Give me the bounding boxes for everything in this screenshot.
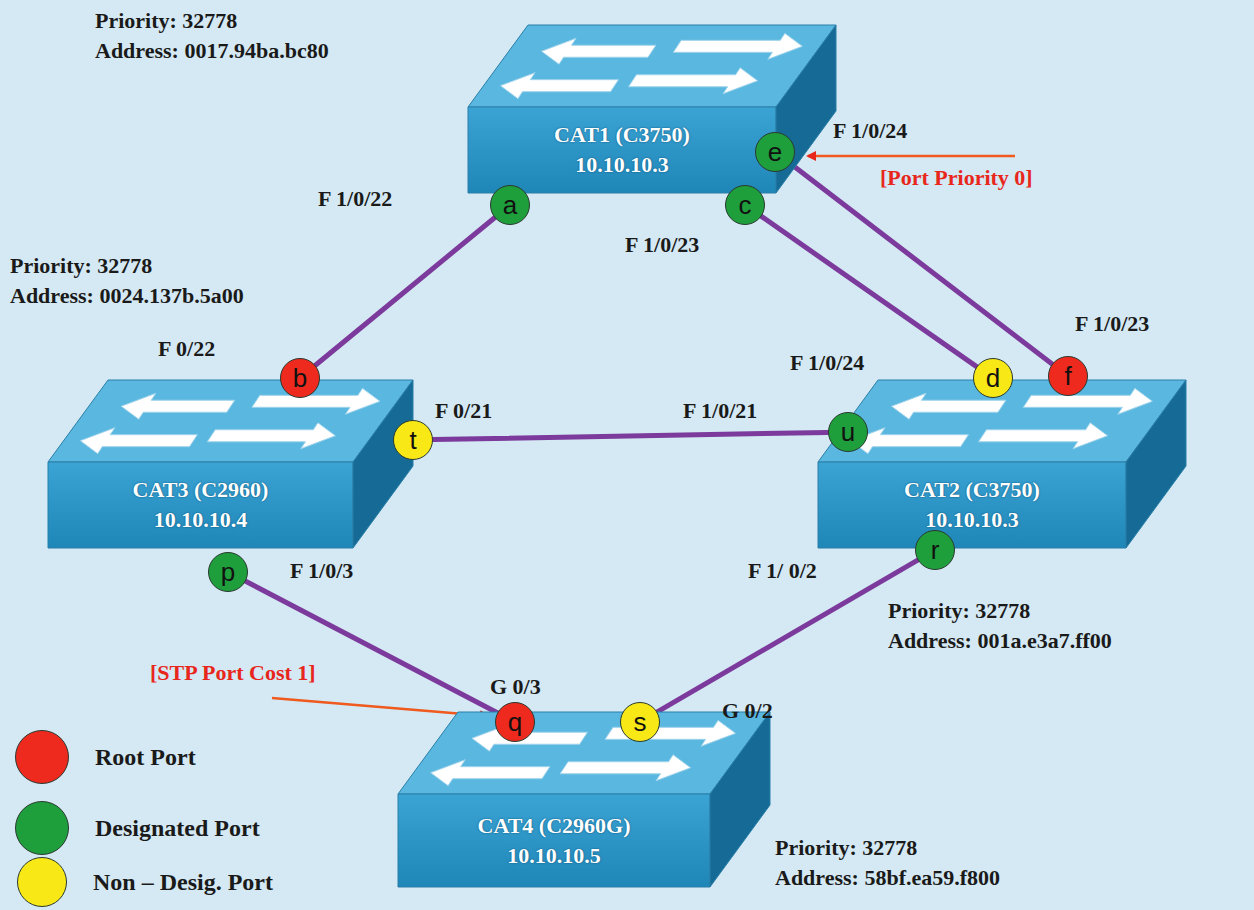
link-line [433,432,828,439]
port-label: F 1/0/21 [683,398,757,424]
traffic-arrow [542,38,656,64]
port-circle: c [725,185,765,225]
port-circle: u [828,412,868,452]
port-label: F 1/0/23 [1075,311,1149,337]
legend-swatch [17,857,67,907]
port-letter: f [1064,363,1071,389]
port-letter: r [931,537,940,563]
port-circle: t [393,420,433,460]
port-circle: e [755,132,795,172]
callout-arrow [272,698,488,716]
port-label: Address: 001a.e3a7.ff00 [888,628,1112,654]
link-line [246,581,498,712]
port-letter: q [508,709,522,735]
switch-top [468,25,836,107]
traffic-arrow [121,393,235,419]
port-label: Address: 0017.94ba.bc80 [95,38,329,64]
port-label: F 0/22 [158,336,215,362]
traffic-arrow [629,68,758,94]
port-circle: f [1048,356,1088,396]
port-label: F 0/21 [435,398,492,424]
port-circle: r [915,530,955,570]
traffic-arrow [673,33,802,59]
legend-text: Designated Port [95,814,260,842]
link-line [761,216,976,366]
switch-top [398,712,770,794]
traffic-arrow [80,428,197,454]
port-letter: d [986,365,1000,391]
traffic-arrow [560,755,691,781]
callout-arrow [808,155,1015,158]
switch-front-panel: CAT2 (C3750)10.10.10.3 [818,462,1126,548]
switch-front-panel: CAT4 (C2960G)10.10.10.5 [398,794,710,887]
callout-note: [STP Port Cost 1] [150,660,316,686]
port-circle: s [620,702,660,742]
switch-node: CAT3 (C2960)10.10.10.4btp [48,380,413,548]
port-circle: p [208,552,248,592]
port-label: F 1/0/24 [833,118,907,144]
legend-swatch [15,801,69,855]
link-line [791,164,1052,364]
port-letter: a [503,192,517,218]
traffic-arrow [207,423,335,449]
port-label: F 1/0/3 [290,558,353,584]
switch-node: CAT2 (C3750)10.10.10.3dfur [818,380,1186,548]
port-label: Priority: 32778 [95,8,237,34]
port-circle: a [490,185,530,225]
traffic-arrow [850,428,968,454]
port-letter: b [293,365,307,391]
port-letter: p [221,559,235,585]
traffic-arrow [500,73,618,99]
ip-address: 10.10.10.5 [507,841,601,871]
port-letter: e [768,139,782,165]
switch-front [468,107,776,193]
port-label: Address: 0024.137b.5a00 [10,283,244,309]
port-letter: t [409,427,416,453]
traffic-arrow [979,423,1108,449]
ip-address: 10.10.10.4 [154,505,248,535]
callout-note: [Port Priority 0] [880,165,1033,191]
port-letter: u [841,419,855,445]
switch-name: CAT4 (C2960G) [478,811,631,841]
port-label: Address: 58bf.ea59.f800 [775,865,1000,891]
switch-front-panel: CAT3 (C2960)10.10.10.4 [48,462,353,548]
switch-top [48,380,413,462]
link-line [315,218,494,366]
switch-node: CAT4 (C2960G)10.10.10.5 q s [398,712,770,887]
ip-address: 10.10.10.3 [575,150,669,180]
port-label: F 1/0/24 [790,350,864,376]
port-label: G 0/3 [490,674,541,700]
legend-swatch [15,730,69,784]
port-circle: d [973,358,1013,398]
port-circle: q [495,702,535,742]
switch-node: CAT1 (C3750)10.10.10.3eac [468,25,836,193]
switch-name: CAT3 (C2960) [133,475,269,505]
port-letter: s [634,709,647,735]
switch-front-panel: CAT1 (C3750)10.10.10.3 [468,107,776,193]
port-label: F 1/0/22 [318,186,392,212]
port-label: G 0/2 [722,698,773,724]
port-label: Priority: 32778 [10,253,152,279]
switch-front [398,794,710,887]
port-label: Priority: 32778 [888,598,1030,624]
switch-front [48,462,353,548]
port-circle: b [280,358,320,398]
traffic-arrow [431,760,550,786]
switch-front [818,462,1126,548]
traffic-arrow [1023,388,1152,414]
legend-text: Non – Desig. Port [93,868,273,896]
port-label: Priority: 32778 [775,835,917,861]
switch-name: CAT2 (C3750) [904,475,1040,505]
port-letter: c [739,192,752,218]
legend-text: Root Port [95,743,196,771]
port-label: F 1/ 0/2 [748,558,817,584]
traffic-arrow [252,388,380,414]
port-label: F 1/0/23 [625,232,699,258]
switch-name: CAT1 (C3750) [554,120,690,150]
